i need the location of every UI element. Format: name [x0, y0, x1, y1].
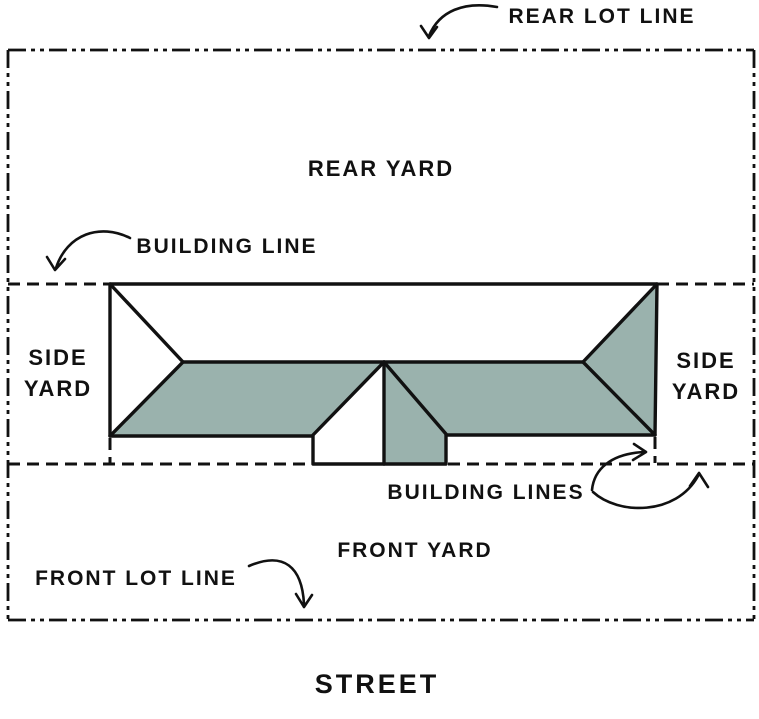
roof-west-hip-plane [110, 284, 183, 436]
roof-projection-west-plane [313, 362, 384, 464]
rear-lot-line-arrow [419, 4, 499, 40]
roof-east-hip-lines [581, 282, 659, 437]
roof-linework [108, 282, 659, 466]
front-lot-line-arrow [247, 559, 314, 609]
side-yard-left-label-line2: YARD [24, 376, 92, 401]
front-yard-label: FRONT YARD [337, 539, 492, 562]
street-label: STREET [315, 669, 440, 699]
building-setback-lines [8, 282, 754, 466]
rear-yard-label: REAR YARD [308, 156, 454, 181]
roof-outline [108, 282, 659, 466]
annotation-arrows [45, 4, 710, 609]
roof-west-hip-lines [108, 282, 185, 438]
lot-boundary [6, 48, 756, 622]
roof-projection-valleys [311, 360, 448, 437]
building-lines-arrow-upper [590, 442, 648, 492]
side-yard-left-label-line1: SIDE [28, 345, 87, 370]
side-yard-right-label-line2: YARD [672, 379, 740, 404]
building-line-label: BUILDING LINE [136, 235, 317, 258]
side-yard-right-label-line1: SIDE [676, 348, 735, 373]
roof-east-hip-plane [583, 284, 657, 435]
rear-lot-line-label: REAR LOT LINE [509, 5, 696, 28]
front-lot-line-label: FRONT LOT LINE [35, 567, 237, 590]
diagram-labels: REAR LOT LINE REAR YARD BUILDING LINE SI… [24, 5, 740, 699]
building-lines-arrow-lower [591, 471, 710, 510]
building-line-arrow [45, 230, 132, 272]
roof-plan [110, 284, 657, 464]
roof-projection-east-plane [384, 362, 446, 464]
building-lines-label: BUILDING LINES [387, 481, 584, 504]
roof-north-plane [110, 284, 657, 362]
